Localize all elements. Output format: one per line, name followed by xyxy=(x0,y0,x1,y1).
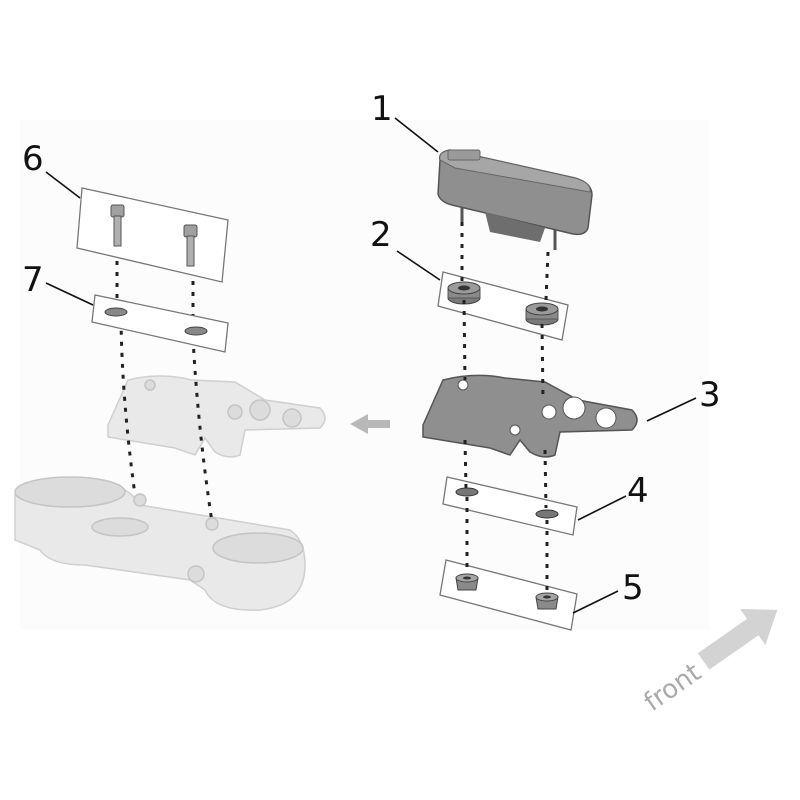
grommet-icon xyxy=(447,281,481,305)
mounting-bracket-ghost xyxy=(107,375,326,458)
bolt-icon xyxy=(183,224,198,267)
grommet-icon xyxy=(525,302,559,326)
callout-4: 4 xyxy=(627,471,649,511)
part-4-washers-group xyxy=(442,476,578,536)
callout-3: 3 xyxy=(699,375,721,415)
callout-6: 6 xyxy=(22,139,44,179)
part-7-washers-group xyxy=(91,294,229,353)
nut-icon xyxy=(455,573,479,591)
washer-icon xyxy=(455,487,479,497)
part-1-module xyxy=(437,149,593,250)
assembly-lines-left xyxy=(115,250,214,523)
nut-icon xyxy=(535,592,559,610)
part-3-bracket xyxy=(422,374,638,458)
washer-icon xyxy=(535,509,559,519)
callout-2: 2 xyxy=(370,215,392,255)
front-arrow-icon xyxy=(697,609,778,670)
left-arrow-icon xyxy=(350,414,390,434)
washer-icon xyxy=(104,307,128,317)
assembly-lines-right xyxy=(460,222,550,594)
washer-icon xyxy=(184,326,208,336)
front-label: front xyxy=(639,658,707,718)
bolt-icon xyxy=(110,204,125,247)
callout-5: 5 xyxy=(622,568,644,608)
callout-7: 7 xyxy=(22,260,44,300)
part-2-grommets-group xyxy=(437,271,569,341)
triple-clamp-lower xyxy=(14,476,306,611)
callout-1: 1 xyxy=(371,89,393,129)
part-6-bolts-group xyxy=(76,187,229,283)
part-5-nuts-group xyxy=(439,559,578,631)
leader-lines xyxy=(45,117,697,614)
